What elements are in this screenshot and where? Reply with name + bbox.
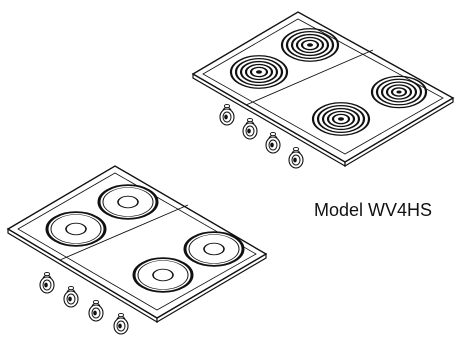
disk-burner-front-right — [183, 231, 245, 267]
model-caption: Model WV4HS — [314, 200, 433, 220]
solid-disk-cooktop — [6, 165, 268, 335]
cooktop-surface — [191, 11, 455, 163]
coil-burner-front-right — [370, 75, 428, 109]
disk-burner-rear-left — [45, 211, 107, 247]
coil-burner-rear-right — [280, 28, 340, 62]
disk-burner-rear-right — [97, 184, 159, 220]
control-knob — [219, 103, 235, 126]
cooktop-surface — [6, 165, 268, 319]
disk-burner-front-left — [132, 257, 194, 293]
control-knob — [265, 131, 281, 154]
coil-burner-rear-left — [229, 55, 289, 89]
control-knob — [39, 271, 55, 294]
control-knob — [113, 312, 129, 335]
control-knob — [242, 117, 258, 140]
coil-burner-front-left — [311, 102, 371, 136]
coil-cooktop — [191, 11, 455, 169]
control-knob — [288, 146, 304, 169]
control-knob — [63, 285, 79, 308]
control-knob — [88, 299, 104, 322]
